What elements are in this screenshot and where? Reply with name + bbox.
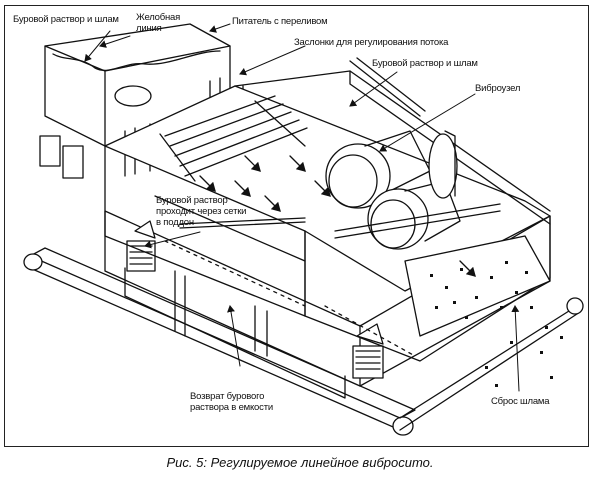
label-flow-gates: Заслонки для регулирования потока — [294, 37, 449, 48]
label-cuttings-discharge: Сброс шлама — [491, 396, 550, 407]
figure-caption: Рис. 5: Регулируемое линейное вибросито. — [166, 455, 434, 470]
label-mud-and-cuttings-in: Буровой раствор и шлам — [13, 14, 119, 25]
label-return-to-tanks: Возврат бурового раствора в емкости — [190, 391, 273, 413]
vibrator-motors — [325, 130, 461, 250]
leader-lines — [84, 23, 520, 392]
spring-mount-right — [352, 323, 384, 379]
label-trough: Желобная линия — [136, 12, 181, 34]
label-mud-and-cuttings-screen: Буровой раствор и шлам — [372, 58, 478, 69]
label-vibrator: Виброузел — [475, 83, 521, 94]
figure-frame: Буровой раствор и шлам Желобная линия Пи… — [4, 5, 589, 447]
cross-bars — [179, 57, 501, 239]
discharge-screen — [404, 235, 563, 387]
deck-flow-arrows — [199, 155, 476, 277]
pan-flow-dashes — [164, 240, 416, 357]
shale-shaker-drawing — [23, 23, 584, 436]
screen-panels — [159, 95, 308, 182]
label-mud-through-screen: Буровой раствор проходит через сетки в п… — [156, 195, 247, 228]
base-skid — [23, 247, 584, 436]
label-feeder: Питатель с переливом — [232, 16, 328, 27]
